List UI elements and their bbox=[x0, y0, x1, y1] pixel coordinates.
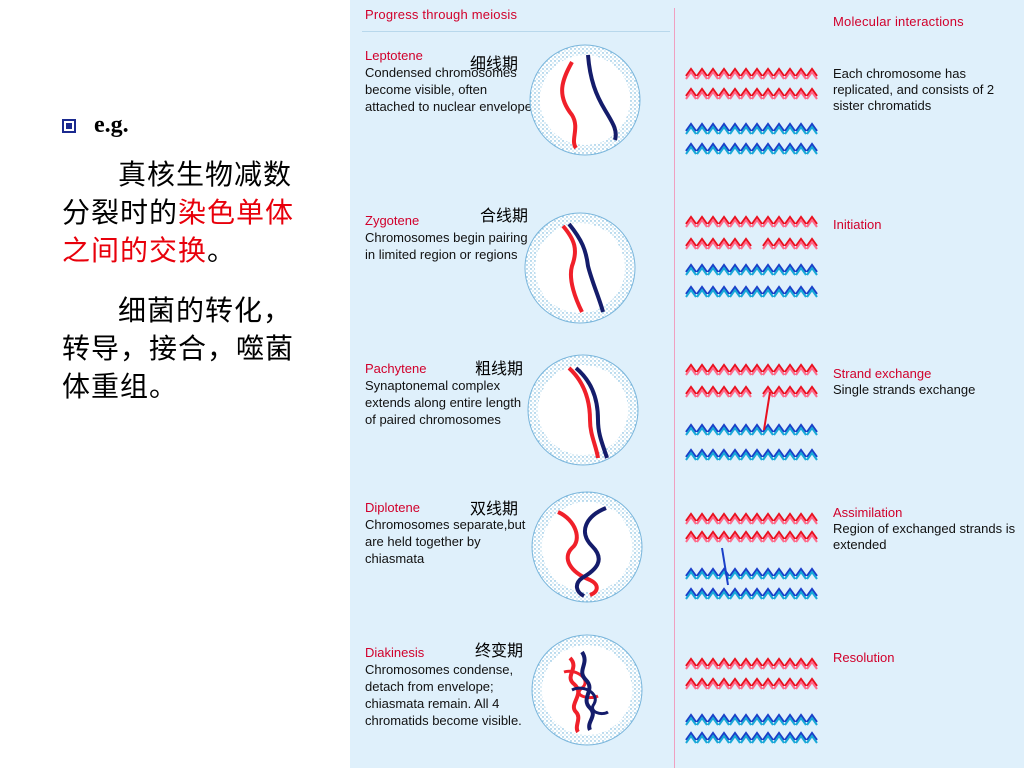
header-progress: Progress through meiosis bbox=[365, 7, 518, 22]
cn-label-leptotene: 细线期 bbox=[470, 54, 519, 73]
meiosis-illustration bbox=[524, 44, 818, 746]
dna-strand bbox=[685, 533, 818, 543]
header-molecular: Molecular interactions bbox=[833, 14, 964, 29]
dna-strand bbox=[685, 590, 818, 600]
stage-diakinesis: Diakinesis Chromosomes condense, detach … bbox=[365, 644, 535, 729]
stage-name: Leptotene bbox=[365, 48, 423, 63]
square-bullet-icon bbox=[62, 118, 76, 133]
stage-name: Diakinesis bbox=[365, 645, 425, 660]
cn-label-pachytene: 粗线期 bbox=[475, 359, 524, 378]
mol-note-leptotene: Each chromosome has replicated, and cons… bbox=[833, 66, 995, 113]
dna-strand bbox=[685, 90, 818, 100]
dna-strand bbox=[685, 660, 818, 670]
dna-strand bbox=[685, 285, 818, 295]
dna-strand bbox=[685, 512, 818, 522]
meiosis-figure: Progress through meiosis Molecular inter… bbox=[350, 0, 1024, 768]
stage-pachytene: Pachytene Synaptonemal complex extends a… bbox=[365, 360, 535, 428]
stage-diplotene: Diplotene Chromosomes separate,but are h… bbox=[365, 499, 535, 567]
mol-note-text: Region of exchanged strands is extended bbox=[833, 521, 1016, 552]
stage-description: Condensed chromosomes become visible, of… bbox=[365, 65, 532, 114]
cn-label-zygotene: 合线期 bbox=[480, 206, 529, 225]
mol-note-zygotene: Initiation bbox=[833, 217, 1023, 233]
mol-note-diakinesis: Resolution bbox=[833, 650, 1023, 666]
eg-label: e.g. bbox=[94, 112, 129, 138]
stage-description: Chromosomes begin pairing in limited reg… bbox=[365, 230, 528, 262]
nucleus-zygotene bbox=[524, 212, 636, 324]
bullet-row: e.g. bbox=[62, 112, 312, 139]
highlight-chromatid-exchange: 染色单体之间的交换 bbox=[62, 198, 295, 267]
column-divider bbox=[674, 8, 675, 768]
dna-strand bbox=[685, 266, 818, 276]
stage-description: Chromosomes condense, detach from envelo… bbox=[365, 662, 522, 728]
dna-strand bbox=[685, 366, 818, 376]
dna-strand bbox=[685, 423, 818, 433]
mol-note-title: Strand exchange bbox=[833, 366, 932, 381]
dna-strand bbox=[685, 426, 818, 436]
crossover-strand bbox=[721, 547, 729, 586]
dna-strand bbox=[685, 288, 818, 298]
mol-note-diplotene: Assimilation Region of exchanged strands… bbox=[833, 505, 1023, 553]
dna-strand bbox=[685, 680, 818, 690]
dna-strand bbox=[685, 145, 818, 155]
stage-name: Zygotene bbox=[365, 213, 420, 228]
dna-strand bbox=[685, 215, 818, 225]
dna-strand bbox=[685, 385, 818, 395]
stage-name: Diplotene bbox=[365, 500, 420, 515]
paragraph-bacteria: 细菌的转化，转导，接合，噬菌体重组。 bbox=[62, 296, 295, 403]
paragraph-eukaryote-end: 。 bbox=[207, 236, 237, 267]
stage-name: Pachytene bbox=[365, 361, 427, 376]
dna-strand bbox=[685, 125, 818, 135]
slide-text-block: e.g. 真核生物减数分裂时的染色单体之间的交换。 细菌的转化，转导，接合，噬菌… bbox=[62, 112, 312, 429]
stage-description: Chromosomes separate,but are held togeth… bbox=[365, 517, 526, 566]
dna-strand bbox=[685, 567, 818, 577]
dna-strand bbox=[685, 677, 818, 687]
mol-note-title: Initiation bbox=[833, 217, 882, 232]
nucleus-leptotene bbox=[529, 44, 641, 156]
nucleus-diplotene bbox=[531, 491, 643, 603]
dna-strand bbox=[685, 363, 818, 373]
mol-note-title: Resolution bbox=[833, 650, 895, 665]
cn-label-diplotene: 双线期 bbox=[470, 499, 519, 518]
dna-strands bbox=[685, 67, 818, 744]
dna-strand bbox=[685, 448, 818, 458]
mol-note-title: Assimilation bbox=[833, 505, 903, 520]
dna-strand bbox=[685, 388, 818, 398]
mol-note-pachytene: Strand exchange Single strands exchange bbox=[833, 366, 1023, 398]
dna-strand bbox=[685, 240, 818, 250]
dna-strand bbox=[685, 515, 818, 525]
dna-strand bbox=[685, 237, 818, 247]
dna-strand bbox=[685, 218, 818, 228]
stage-description: Synaptonemal complex extends along entir… bbox=[365, 378, 522, 427]
dna-strand bbox=[685, 142, 818, 152]
dna-strand bbox=[685, 716, 818, 726]
dna-strand bbox=[685, 734, 818, 744]
dna-strand bbox=[685, 713, 818, 723]
dna-strand bbox=[685, 87, 818, 97]
nucleus-pachytene bbox=[527, 354, 639, 466]
crossover-strand bbox=[763, 391, 771, 431]
dna-strand bbox=[685, 570, 818, 580]
dna-strand bbox=[685, 263, 818, 273]
dna-strand bbox=[685, 657, 818, 667]
dna-strand bbox=[685, 530, 818, 540]
paragraph-eukaryote: 真核生物减数分裂时的染色单体之间的交换。 bbox=[62, 157, 312, 271]
cn-label-diakinesis: 终变期 bbox=[475, 641, 524, 660]
mol-note-text: Single strands exchange bbox=[833, 382, 976, 397]
dna-strand bbox=[685, 451, 818, 461]
dna-strand bbox=[685, 731, 818, 741]
stage-leptotene: Leptotene Condensed chromosomes become v… bbox=[365, 47, 535, 115]
dna-strand bbox=[685, 67, 818, 77]
dna-strand bbox=[685, 587, 818, 597]
stage-zygotene: Zygotene Chromosomes begin pairing in li… bbox=[365, 212, 535, 263]
nucleus-diakinesis bbox=[531, 634, 643, 746]
paragraph-eukaryote-text: 真核生物减数分裂时的 bbox=[62, 160, 293, 229]
dna-strand bbox=[685, 70, 818, 80]
header-underline bbox=[362, 31, 670, 32]
dna-strand bbox=[685, 122, 818, 132]
